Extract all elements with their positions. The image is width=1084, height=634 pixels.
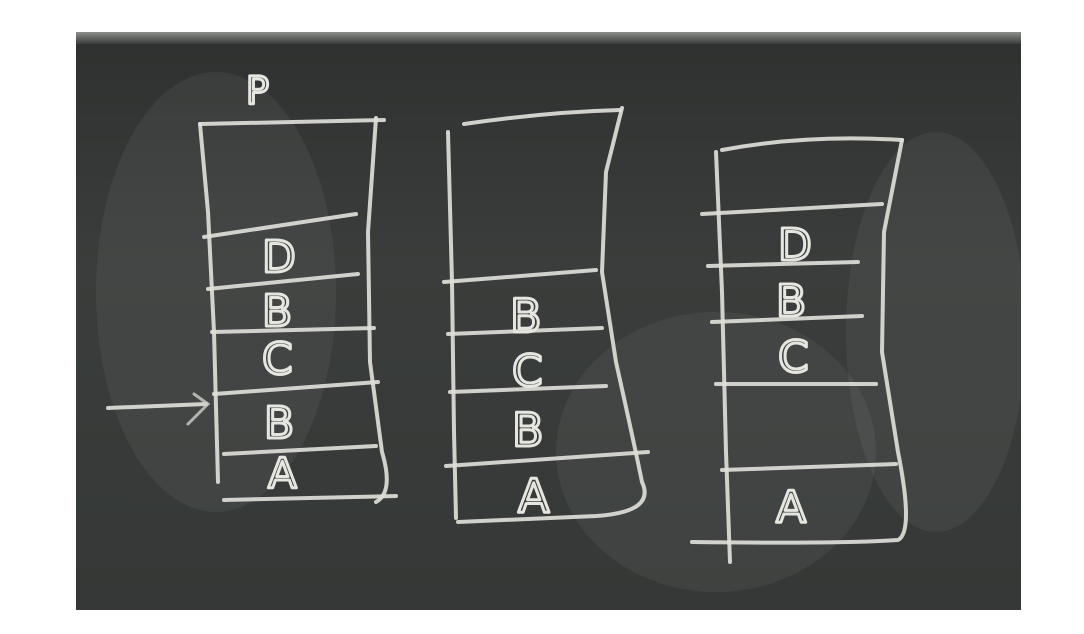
stack-2-top-line: [462, 108, 622, 126]
stack-3-label: A: [776, 482, 806, 533]
stack-3-divider: [700, 202, 884, 216]
chalk-drawing: P D B C B A: [96, 68, 1021, 592]
stack-1-left-side: [198, 122, 220, 484]
stack-1-top-line: [198, 118, 386, 126]
stack-3-divider: [720, 462, 898, 472]
chalk-ledge: [76, 32, 1021, 44]
stack-1-divider: [202, 212, 358, 239]
stack-3-label: C: [778, 332, 809, 383]
stack-1-label: C: [262, 334, 293, 385]
pointer-label: P: [246, 69, 269, 113]
stack-2: B C B A: [442, 106, 650, 525]
stack-1-label: A: [268, 449, 297, 498]
chalk-smudge: [96, 72, 336, 512]
stack-3-divider: [706, 260, 860, 268]
stack-3-right-side: [690, 138, 908, 545]
stack-2-divider: [442, 268, 598, 284]
chalk-smudge: [846, 132, 1021, 532]
stack-1-divider: [206, 272, 360, 291]
chalkboard: P D B C B A: [76, 32, 1021, 610]
stack-3-divider: [710, 314, 864, 324]
stack-1-divider: [222, 444, 378, 456]
stack-3-label: D: [778, 220, 812, 271]
stack-2-divider: [444, 450, 650, 468]
stack-1-label: B: [264, 398, 294, 449]
stack-1-divider: [212, 380, 380, 396]
stack-2-left-side: [446, 130, 458, 520]
stack-3: D B C A: [690, 136, 908, 564]
stack-2-right-side: [456, 106, 647, 524]
stack-1-label: B: [262, 286, 292, 337]
stack-2-label: B: [512, 403, 544, 457]
stack-1-right-side: [366, 116, 389, 504]
stack-1-bottom-line: [222, 494, 398, 502]
stack-2-label: C: [512, 346, 543, 397]
stack-1-label: D: [262, 232, 296, 283]
stack-3-top-line: [720, 136, 904, 152]
chalk-smudge: [556, 312, 876, 592]
stack-2-divider: [446, 326, 604, 336]
stack-pointer-arrowhead: [186, 392, 211, 426]
stack-2-label: B: [510, 289, 542, 343]
stack-pointer-arrow: [106, 402, 208, 410]
stack-3-left-side: [714, 150, 732, 564]
stack-1: P D B C B A: [106, 68, 398, 504]
stack-2-label: A: [518, 469, 550, 523]
stack-2-divider: [448, 384, 608, 394]
stack-3-label: B: [776, 276, 806, 327]
stack-1-divider: [210, 326, 376, 334]
